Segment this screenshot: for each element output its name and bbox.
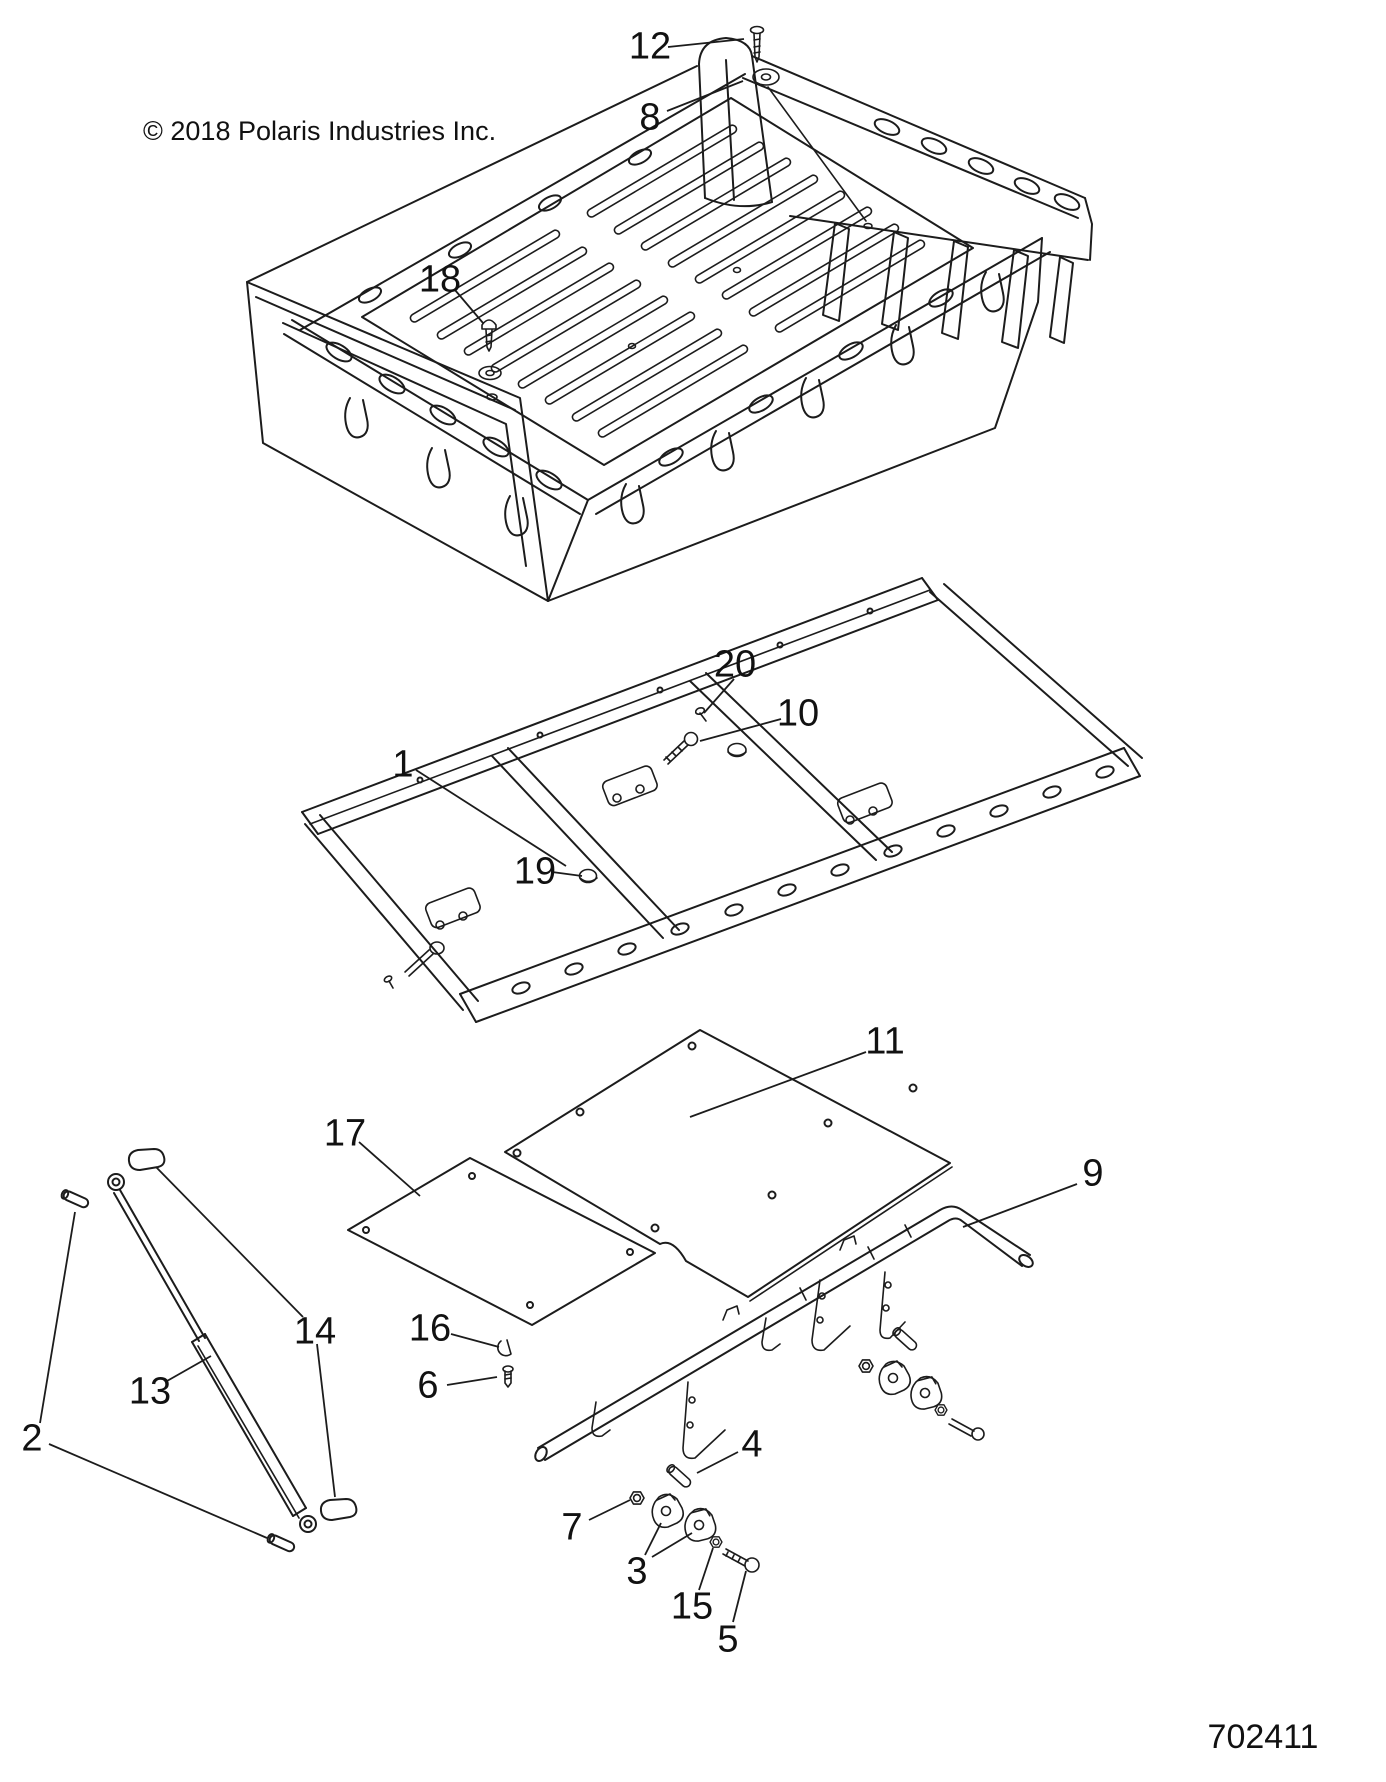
floor-mat-small-17 — [347, 1157, 656, 1326]
callout-7: 7 — [561, 1507, 582, 1549]
callout-5: 5 — [717, 1619, 738, 1661]
pivot-tube-9 — [534, 1205, 1034, 1462]
leader-line-2 — [39, 1211, 76, 1424]
nut-15 — [709, 1536, 723, 1548]
leader-line-1 — [415, 769, 567, 867]
pin-4 — [664, 1462, 694, 1490]
floor-mat-large-11 — [504, 1029, 953, 1302]
strut-eyelet-bottom — [299, 1515, 317, 1533]
box-tailgate — [246, 281, 549, 602]
leader-lines — [39, 38, 1078, 1623]
leader-line-18 — [454, 289, 484, 324]
callout-4: 4 — [741, 1424, 762, 1466]
pin-2-top — [59, 1188, 91, 1210]
screw-12 — [749, 25, 765, 63]
strut-clip-bottom-14 — [319, 1498, 358, 1521]
callout-2: 2 — [21, 1418, 42, 1460]
callout-19: 19 — [514, 851, 556, 893]
box-far-right-rim — [742, 55, 1093, 261]
callout-14: 14 — [294, 1311, 336, 1353]
plug-19 — [578, 868, 598, 884]
strut-rod — [113, 1189, 206, 1342]
leader-line-20 — [703, 678, 735, 714]
pin-2-bottom — [265, 1532, 297, 1554]
screw-18 — [478, 319, 502, 381]
screw-6 — [502, 1365, 514, 1388]
leader-line-14 — [155, 1166, 304, 1318]
leader-line-4 — [696, 1451, 739, 1474]
leader-line-13 — [166, 1355, 212, 1382]
floor-hole-8 — [863, 222, 873, 230]
floor-mats — [347, 1029, 953, 1326]
callout-15: 15 — [671, 1586, 713, 1628]
leader-line-11 — [689, 1051, 867, 1118]
leader-line-15 — [698, 1547, 714, 1591]
strut-eyelet-top — [107, 1173, 125, 1191]
leader-line-2 — [48, 1443, 268, 1539]
box-floor — [361, 97, 974, 466]
callout-18: 18 — [419, 259, 461, 301]
strut-cylinder-13 — [191, 1333, 307, 1519]
clamp-hardware-bottom — [629, 1462, 760, 1573]
callout-10: 10 — [777, 693, 819, 735]
leader-line-7 — [588, 1499, 631, 1521]
leader-line-9 — [962, 1183, 1078, 1228]
box-far-left-outer-edge — [246, 65, 698, 283]
callout-8: 8 — [639, 97, 660, 139]
callout-17: 17 — [324, 1113, 366, 1155]
floor-hole-18 — [486, 393, 498, 401]
callout-11: 11 — [865, 1021, 904, 1063]
pivot-tube-brackets — [591, 1235, 906, 1460]
callout-3: 3 — [626, 1551, 647, 1593]
plug-10 — [727, 742, 747, 758]
callout-13: 13 — [129, 1371, 171, 1413]
washer-8 — [752, 68, 867, 222]
callout-20: 20 — [714, 644, 756, 686]
cargo-box — [246, 37, 1093, 602]
washer-18 — [478, 365, 502, 381]
clip-16 — [497, 1339, 512, 1357]
box-near-right-wall — [547, 237, 1051, 602]
bolt-10 — [663, 731, 699, 765]
frame-crossmembers — [304, 583, 1143, 1011]
clamp-3a — [651, 1493, 685, 1529]
gas-strut-assembly — [59, 1148, 358, 1554]
clamp-3b — [681, 1505, 720, 1545]
leader-line-10 — [699, 718, 782, 742]
leader-line-6 — [446, 1376, 498, 1386]
frame-mount-plates — [424, 765, 893, 930]
leader-line-16 — [450, 1333, 500, 1348]
copyright-text: © 2018 Polaris Industries Inc. — [143, 116, 496, 146]
bolt-5 — [722, 1548, 760, 1573]
washer-8-locating-line — [767, 86, 867, 222]
bed-frame — [301, 577, 1143, 1023]
box-right-skirt — [789, 215, 1089, 349]
top-fasteners — [478, 25, 867, 381]
leader-line-8 — [666, 80, 744, 112]
drawing-number: 702411 — [1208, 1718, 1319, 1756]
callout-9: 9 — [1082, 1153, 1103, 1195]
leader-line-14 — [316, 1343, 336, 1498]
leader-line-17 — [358, 1141, 421, 1197]
leader-line-5 — [732, 1570, 747, 1623]
nut-7 — [629, 1491, 645, 1505]
screw-20 — [694, 706, 707, 722]
callout-1: 1 — [392, 744, 413, 786]
callout-12: 12 — [629, 26, 671, 68]
frame-rail-lower-holed — [459, 747, 1141, 1023]
leader-line-3 — [651, 1532, 693, 1558]
leader-line-12 — [667, 38, 745, 48]
frame-bolt-left — [383, 941, 445, 989]
clamp-hardware-mid — [858, 1325, 985, 1441]
callout-6: 6 — [417, 1365, 438, 1407]
strut-clip-top-14 — [127, 1148, 166, 1171]
small-fasteners-left — [497, 1339, 514, 1388]
callout-16: 16 — [409, 1308, 451, 1350]
leader-line-19 — [551, 871, 583, 877]
leader-line-3 — [644, 1522, 662, 1556]
